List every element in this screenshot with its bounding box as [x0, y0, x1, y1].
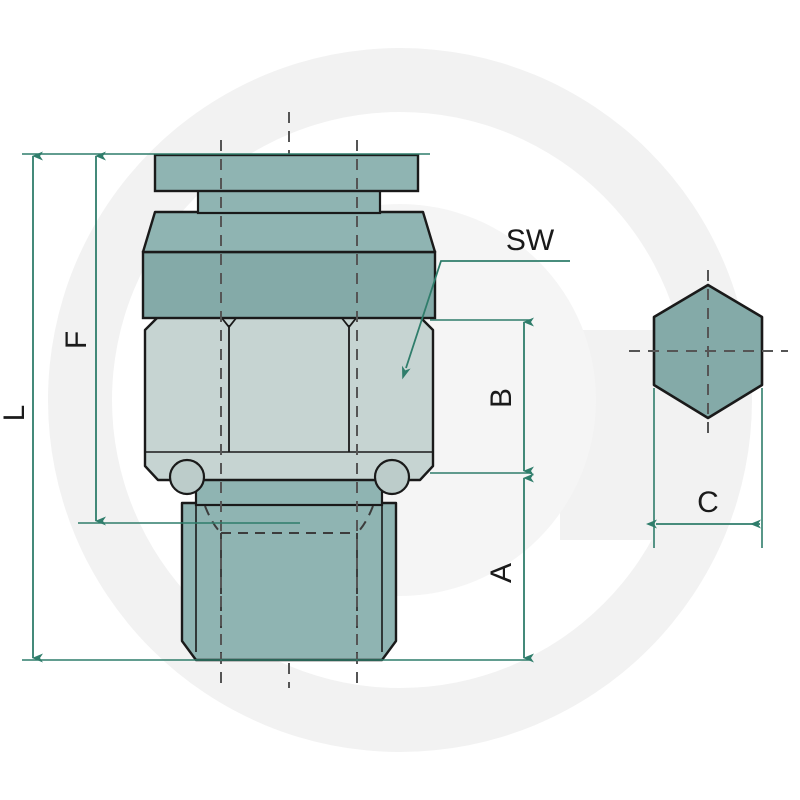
part-hex-nut — [143, 315, 435, 482]
dimension-label-F: F — [60, 331, 93, 349]
dimension-label-C: C — [697, 486, 719, 519]
hex-end-view — [629, 270, 788, 436]
part-collar — [196, 188, 382, 215]
dimension-L: L — [0, 151, 43, 663]
dimension-C: C — [646, 388, 763, 548]
part-lower-body — [180, 501, 398, 662]
dimension-label-B: B — [485, 388, 518, 408]
front-view-hidden-axis-lines — [220, 140, 358, 688]
dimension-label-A: A — [485, 563, 518, 583]
part-top-flange — [153, 153, 420, 193]
dimension-A: A — [485, 473, 534, 663]
dimension-label-L: L — [0, 405, 31, 422]
extension-lines — [22, 153, 532, 661]
part-upper-barrel — [141, 210, 437, 320]
callout-label-SW: SW — [506, 224, 555, 257]
dimension-B: B — [485, 317, 534, 476]
callout-SW: SW — [402, 224, 570, 380]
dimension-F: F — [60, 151, 106, 526]
part-seal-rings — [168, 458, 411, 496]
